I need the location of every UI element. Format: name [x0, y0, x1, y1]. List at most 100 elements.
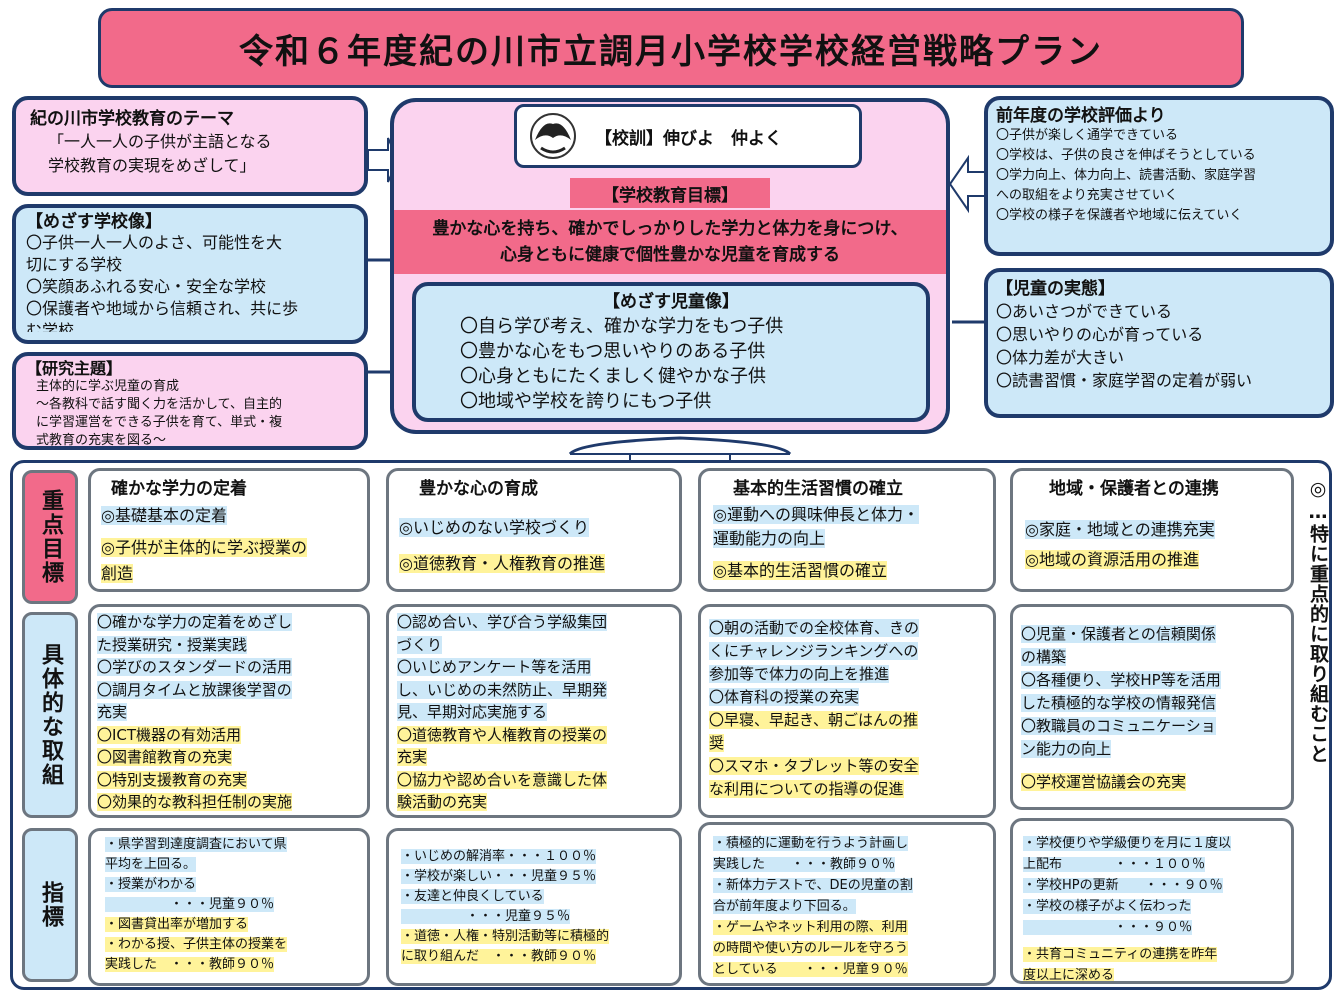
text-line: ◎道徳教育・人権教育の推進: [399, 554, 605, 573]
text-line: ・県学習到達度調査において県: [105, 837, 287, 852]
motto-box: 【校訓】伸びよ 仲よく: [514, 104, 862, 168]
page-title: 令和６年度紀の川市立調月小学校学校経営戦略プラン: [98, 8, 1244, 88]
text-line: 〇学力向上、体力向上、読書活動、家庭学習: [996, 168, 1257, 183]
text-line: 〇学びのスタンダードの活用: [97, 658, 293, 676]
text-line: 主体的に学ぶ児童の育成: [36, 379, 180, 394]
text-line: 充実: [397, 748, 428, 766]
text-line: 〇保護者や地域から信頼され、共に歩: [26, 299, 299, 318]
text-line: ◎子供が主体的に学ぶ授業の: [101, 538, 307, 557]
left-arrow-icon: [948, 154, 987, 214]
col2-indicators-list: ・いじめの解消率・・・１００％ ・学校が楽しい・・・児童９５％ ・友達と仲良くし…: [401, 847, 667, 967]
text-line: 〇特別支援教育の充実: [97, 770, 248, 789]
text-line: ・新体力テストで、DEの児童の割: [713, 878, 913, 893]
text-line: の時間や使い方のルールを守ろう: [713, 941, 909, 956]
col4-indicators-list: ・学校便りや学級便りを月に１度以 上配布 ・・・１００％ ・学校HPの更新 ・・…: [1023, 833, 1281, 983]
right-connectors: [948, 154, 987, 324]
text-line: 式教育の充実を図る～: [36, 433, 167, 448]
text-line: に取り組んだ ・・・教師９０％: [401, 949, 597, 964]
text-line: 〇いじめアンケート等を活用: [397, 658, 592, 676]
text-line: ・道徳・人権・特別活動等に積極的: [401, 929, 610, 944]
text-line: ◎運動への興味伸長と体力・: [713, 505, 919, 524]
col2-focus: 豊かな心の育成 ◎いじめのない学校づくり ◎道徳教育・人権教育の推進: [386, 468, 682, 592]
col3-actions-list: 〇朝の活動での全校体育、きの くにチャレンジランキングへの 参加等で体力の向上を…: [709, 617, 985, 801]
text-line: 〇認め合い、学び合う学級集団: [397, 613, 608, 631]
school-image-box: 【めざす学校像】 〇子供一人一人のよさ、可能性を大 切にする学校 〇笑顔あふれる…: [12, 204, 368, 344]
text-line: ・共育コミュニティの連携を昨年: [1023, 947, 1218, 962]
row-label-actions: 具体的な取組: [22, 612, 78, 818]
side-note: ◎…特に重点的に取り組むこと: [1307, 478, 1329, 764]
actual-list: 〇あいさつができている 〇思いやりの心が育っている 〇体力差が大きい 〇読書習慣…: [996, 300, 1322, 392]
text-line: 合が前年度より下回る。: [713, 899, 856, 914]
text-line: 豊かな心を持ち、確かでしっかりした学力と体力を身につけ、: [432, 219, 908, 239]
text-line: 験活動の充実: [397, 793, 488, 811]
col2-actions-list: 〇認め合い、学び合う学級集団 づくり 〇いじめアンケート等を活用 し、いじめの未…: [397, 611, 671, 814]
text-line: 実践した ・・・教師９０％: [713, 857, 896, 872]
text-line: 〇道徳教育や人権教育の授業の: [397, 725, 608, 744]
col3-focus: 基本的生活習慣の確立 ◎運動への興味伸長と体力・ 運動能力の向上 ◎基本的生活習…: [698, 468, 996, 592]
text-line: 〇体力差が大きい: [996, 348, 1125, 367]
text-line: 参加等で体力の向上を推進: [709, 665, 890, 683]
text-line: ・授業がわかる: [105, 877, 197, 892]
col2-title: 豊かな心の育成: [419, 479, 538, 499]
school-image-list: 〇子供一人一人のよさ、可能性を大 切にする学校 〇笑顔あふれる安心・安全な学校 …: [26, 232, 354, 332]
goal-text: 豊かな心を持ち、確かでしっかりした学力と体力を身につけ、 心身ともに健康で個性豊…: [394, 210, 946, 274]
col3-title: 基本的生活習慣の確立: [733, 479, 903, 499]
text-line: ・・・児童９０％: [105, 897, 275, 912]
col1-focus-list: ◎基礎基本の定着 ◎子供が主体的に学ぶ授業の 創造: [101, 503, 357, 587]
text-line: 〇心身ともにたくましく健やかな子供: [460, 366, 766, 387]
goal-heading: 【学校教育目標】: [570, 178, 770, 208]
school-emblem-icon: [530, 113, 576, 159]
text-line: 〇各種便り、学校HP等を活用: [1021, 671, 1221, 689]
text-line: 実践した ・・・教師９０％: [105, 957, 275, 972]
text-line: 〇体育科の授業の充実: [709, 688, 860, 706]
text-line: ・積極的に運動を行うよう計画し: [713, 836, 909, 851]
text-line: ～各教科で話す聞く力を活かして、自主的: [36, 397, 282, 412]
text-line: 見、早期対応実施する: [397, 703, 548, 721]
text-line: 〇学校の様子を保護者や地域に伝えていく: [996, 208, 1243, 223]
text-line: 度以上に深める: [1023, 968, 1115, 983]
text-line: 〇ICT機器の有効活用: [97, 725, 242, 744]
col3-indicators-list: ・積極的に運動を行うよう計画し 実践した ・・・教師９０％ ・新体力テストで、D…: [713, 833, 981, 980]
text-line: 〇あいさつができている: [996, 302, 1173, 321]
text-line: 〇早寝、早起き、朝ごはんの推: [709, 711, 918, 729]
text-line: 心身ともに健康で個性豊かな児童を育成する: [500, 245, 840, 265]
text-line: ・学校便りや学級便りを月に１度以: [1023, 836, 1232, 851]
text-line: ・図書貸出率が増加する: [105, 917, 249, 932]
text-line: ・いじめの解消率・・・１００％: [401, 849, 597, 864]
text-line: 〇豊かな心をもつ思いやりのある子供: [460, 341, 766, 362]
text-line: 〇地域や学校を誇りにもつ子供: [460, 391, 712, 412]
text-line: 〇学校は、子供の良さを伸ばそうとしている: [996, 148, 1256, 163]
col2-actions: 〇認め合い、学び合う学級集団 づくり 〇いじめアンケート等を活用 し、いじめの未…: [386, 604, 682, 818]
text-line: 〇朝の活動での全校体育、きの: [709, 619, 920, 637]
col4-focus-list: ◎家庭・地域との連携充実 ◎地域の資源活用の推進: [1025, 517, 1279, 573]
col4-actions: 〇児童・保護者との信頼関係 の構築 〇各種便り、学校HP等を活用 した積極的な学…: [1010, 604, 1294, 810]
research-box: 【研究主題】 主体的に学ぶ児童の育成 ～各教科で話す聞く力を活かして、自主的 に…: [12, 352, 368, 450]
text-line: ◎家庭・地域との連携充実: [1025, 520, 1215, 539]
text-line: 〇図書館教育の充実: [97, 748, 233, 766]
theme-heading: 紀の川市学校教育のテーマ: [30, 109, 234, 129]
text-line: ・・・児童９５％: [401, 909, 571, 924]
text-line: した積極的な学校の情報発信: [1021, 694, 1217, 712]
theme-text: 「一人一人の子供が主語となる 学校教育の実現をめざして」: [30, 130, 350, 178]
actual-heading: 【児童の実態】: [996, 279, 1115, 299]
text-line: 充実: [97, 703, 128, 721]
col4-focus: 地域・保護者との連携 ◎家庭・地域との連携充実 ◎地域の資源活用の推進: [1010, 468, 1294, 592]
text-line: としている ・・・児童９０％: [713, 962, 908, 977]
col1-actions: 〇確かな学力の定着をめざし た授業研究・授業実践 〇学びのスタンダードの活用 〇…: [88, 604, 370, 818]
text-line: 〇学校運営協議会の充実: [1021, 773, 1187, 791]
text-line: 〇笑顔あふれる安心・安全な学校: [26, 277, 267, 296]
text-line: に学習運営をできる子供を育て、単式・複: [36, 415, 283, 430]
child-image-list: 〇自ら学び考え、確かな学力をもつ子供 〇豊かな心をもつ思いやりのある子供 〇心身…: [460, 314, 926, 414]
text-line: ・友達と仲良くしている: [401, 889, 544, 904]
text-line: くにチャレンジランキングへの: [709, 642, 919, 660]
child-image-heading: 【めざす児童像】: [603, 292, 739, 312]
text-line: ・学校が楽しい・・・児童９５％: [401, 869, 597, 884]
text-line: 運動能力の向上: [713, 529, 826, 548]
text-line: 〇子供一人一人のよさ、可能性を大: [26, 233, 283, 252]
col4-actions-list: 〇児童・保護者との信頼関係 の構築 〇各種便り、学校HP等を活用 した積極的な学…: [1021, 623, 1283, 794]
text-line: 〇児童・保護者との信頼関係: [1021, 625, 1216, 643]
col1-title: 確かな学力の定着: [111, 479, 247, 499]
text-line: 〇効果的な教科担任制の実施: [97, 793, 293, 811]
text-line: ン能力の向上: [1021, 740, 1112, 758]
col3-indicators: ・積極的に運動を行うよう計画し 実践した ・・・教師９０％ ・新体力テストで、D…: [698, 822, 996, 986]
